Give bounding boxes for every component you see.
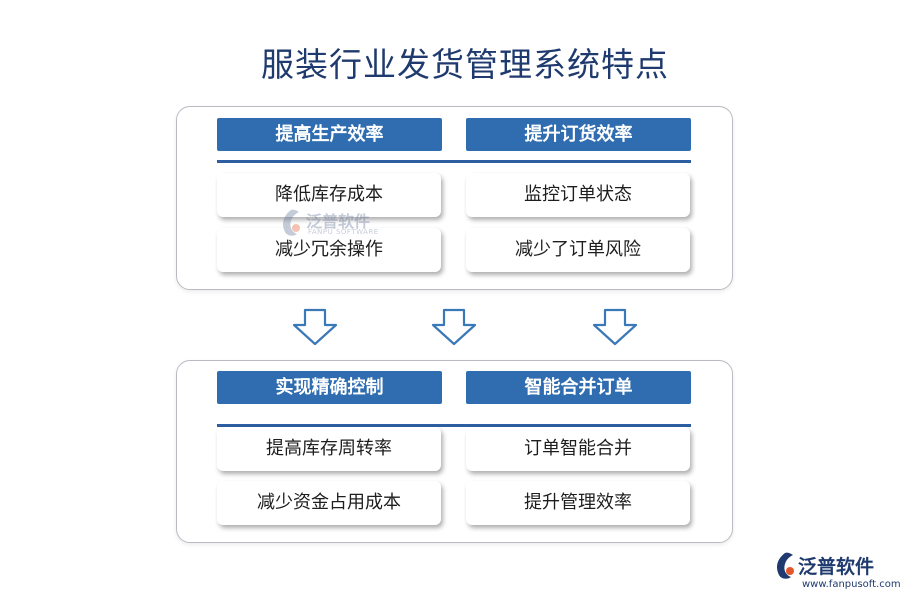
down-arrow-icon: [431, 308, 477, 346]
item-order-smart-merge: 订单智能合并: [466, 427, 690, 471]
brand-logo: 泛普软件 www.fanpusoft.com: [772, 550, 900, 596]
item-improve-management-efficiency: 提升管理效率: [466, 481, 690, 525]
header-ordering-efficiency: 提升订货效率: [466, 118, 691, 151]
brand-url: www.fanpusoft.com: [802, 579, 900, 590]
down-arrow-icon: [292, 308, 338, 346]
item-reduce-inventory-cost: 降低库存成本: [217, 173, 441, 217]
bottom-feature-panel: 实现精确控制 智能合并订单 提高库存周转率 订单智能合并 减少资金占用成本 提升…: [176, 360, 733, 543]
top-feature-panel: 提高生产效率 提升订货效率 降低库存成本 监控订单状态 减少冗余操作 减少了订单…: [176, 106, 733, 290]
bottom-separator: [217, 424, 691, 427]
item-monitor-order-status: 监控订单状态: [466, 173, 690, 217]
down-arrow-icon: [592, 308, 638, 346]
header-precise-control: 实现精确控制: [217, 371, 442, 404]
item-reduce-order-risk: 减少了订单风险: [466, 228, 690, 272]
brand-logo-icon: [777, 552, 794, 579]
watermark-sub: FANPU SOFTWARE: [308, 228, 379, 236]
item-inventory-turnover: 提高库存周转率: [217, 427, 441, 471]
item-reduce-redundant-ops: 减少冗余操作: [217, 228, 441, 272]
header-smart-order-merge: 智能合并订单: [466, 371, 691, 404]
brand-name: 泛普软件: [798, 556, 875, 578]
watermark-name: 泛普软件: [306, 212, 371, 231]
watermark: 泛普软件 FANPU SOFTWARE: [278, 208, 398, 242]
header-production-efficiency: 提高生产效率: [217, 118, 442, 151]
top-separator: [217, 160, 691, 163]
item-reduce-capital-cost: 减少资金占用成本: [217, 481, 441, 525]
watermark-logo-icon: [283, 209, 300, 236]
page-title: 服装行业发货管理系统特点: [261, 45, 669, 84]
